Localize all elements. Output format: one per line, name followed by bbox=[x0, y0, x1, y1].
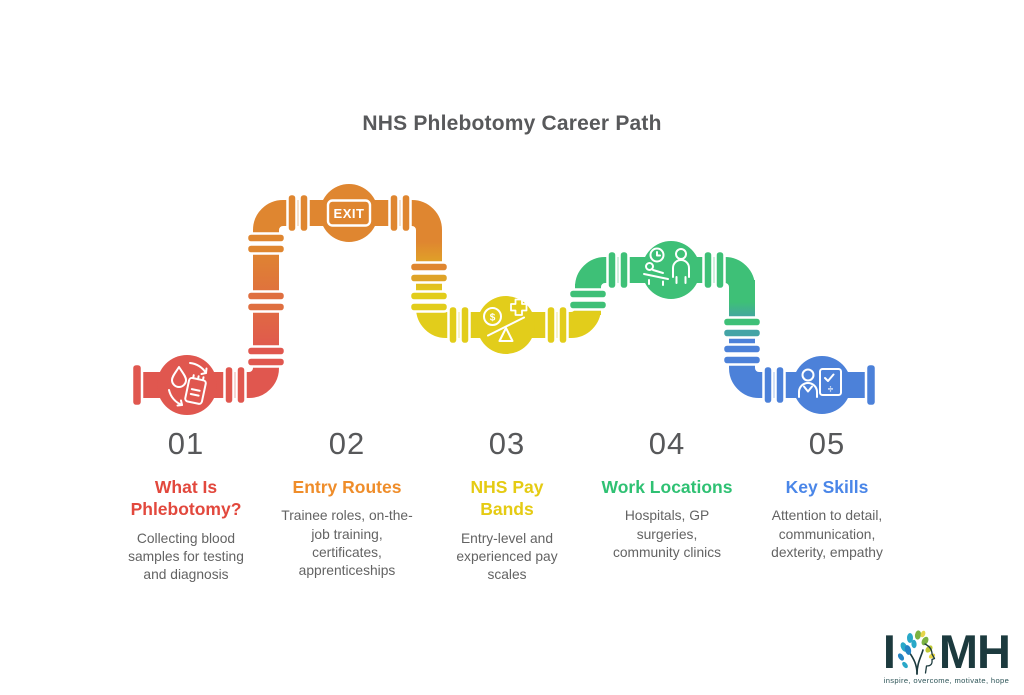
step-title: Entry Routes bbox=[292, 477, 402, 497]
pipe-segment-yellow bbox=[416, 298, 601, 338]
step-title: Key Skills bbox=[785, 477, 869, 497]
step-title: What Is Phlebotomy? bbox=[130, 477, 242, 520]
logo-letters-mh: MH bbox=[938, 625, 1011, 678]
blood-bag-icon bbox=[157, 355, 217, 415]
iomh-logo-row: I MH bbox=[882, 625, 1011, 678]
skills-divide-symbol: ÷ bbox=[828, 385, 834, 396]
step-description: Trainee roles, on-the- job training, cer… bbox=[281, 508, 413, 579]
step-number: 01 bbox=[167, 426, 205, 461]
logo-letter-i: I bbox=[882, 625, 896, 678]
pipe-endcap-right bbox=[864, 362, 878, 408]
career-path-pipe-diagram: EXIT $ bbox=[130, 184, 878, 415]
clinic-scene-icon bbox=[642, 241, 700, 299]
pipe-segment-blue bbox=[729, 340, 866, 398]
exit-sign-label: EXIT bbox=[334, 206, 365, 221]
step-column-2: 02 Entry Routes Trainee roles, on-the- j… bbox=[255, 426, 439, 581]
pay-dollar-symbol: $ bbox=[490, 313, 496, 324]
step-title: NHS Pay Bands bbox=[470, 477, 544, 520]
logo-tree-head-icon bbox=[897, 629, 936, 675]
logo-tagline: inspire, overcome, motivate, hope bbox=[883, 676, 1010, 685]
step-column-5: 05 Key Skills Attention to detail, commu… bbox=[735, 426, 919, 562]
step-description: Attention to detail, communication, dext… bbox=[771, 508, 883, 561]
step-title: Work Locations bbox=[601, 477, 733, 497]
step-column-1: 01 What Is Phlebotomy? Collecting blood … bbox=[94, 426, 278, 585]
step-number: 04 bbox=[648, 426, 686, 461]
step-description: Hospitals, GP surgeries, community clini… bbox=[612, 508, 722, 561]
pipe-segment-red bbox=[137, 345, 279, 398]
step-description: Entry-level and experienced pay scales bbox=[456, 530, 558, 583]
step-number: 03 bbox=[488, 426, 526, 461]
step-description: Collecting blood samples for testing and… bbox=[128, 530, 244, 583]
step-number: 05 bbox=[808, 426, 846, 461]
exit-sign-icon: EXIT bbox=[320, 184, 378, 242]
pipe-endcap-left bbox=[130, 362, 144, 408]
skills-checklist-icon: ÷ bbox=[793, 356, 851, 414]
step-column-3: 03 NHS Pay Bands Entry-level and experie… bbox=[415, 426, 599, 585]
pipe-flanges bbox=[130, 192, 878, 408]
iomh-logo: I MH inspire, overcome, motiv bbox=[882, 625, 1011, 685]
step-column-4: 04 Work Locations Hospitals, GP surgerie… bbox=[575, 426, 759, 562]
page-title: NHS Phlebotomy Career Path bbox=[362, 112, 662, 135]
step-number: 02 bbox=[328, 426, 366, 461]
pay-scale-icon: $ bbox=[477, 296, 535, 354]
